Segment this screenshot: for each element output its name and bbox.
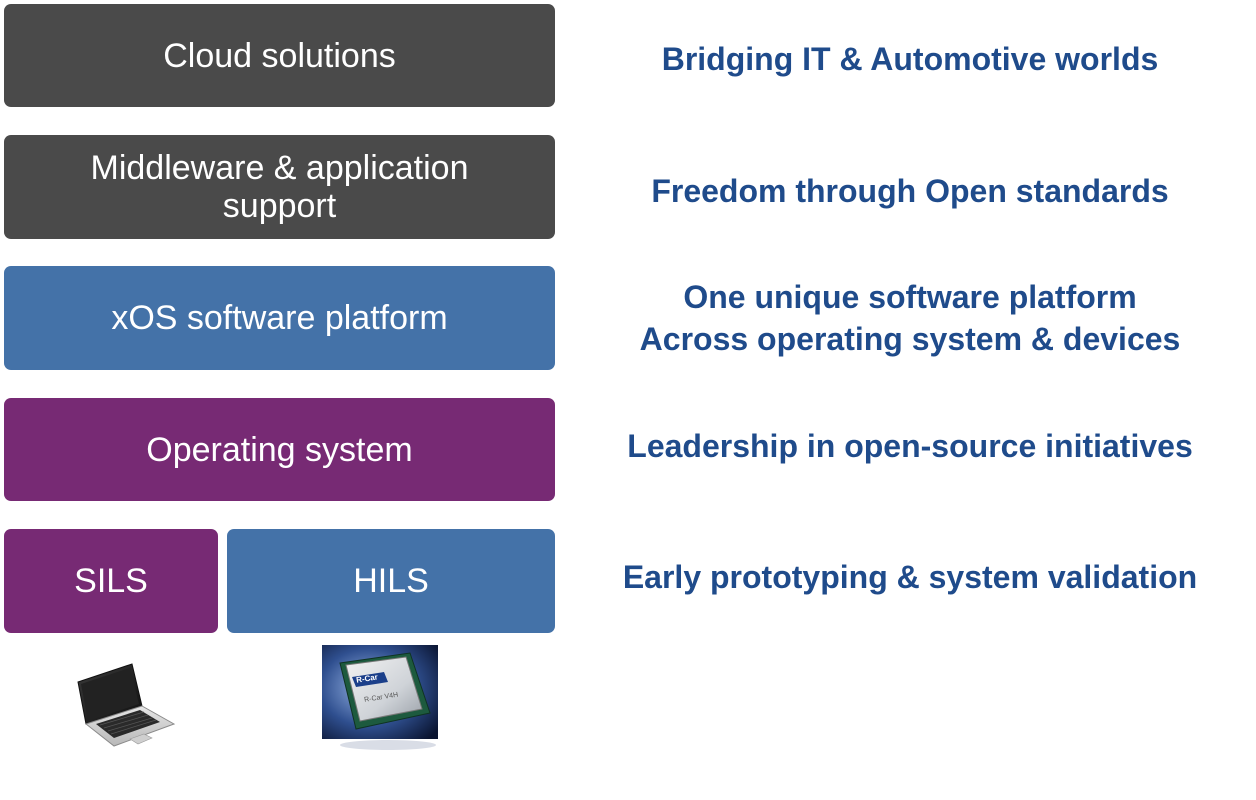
caption-middleware-text: Freedom through Open standards (651, 173, 1169, 209)
layer-middleware-label-line1: Middleware & application (90, 149, 469, 187)
layer-operating-system: Operating system (4, 398, 555, 501)
layer-cloud-solutions: Cloud solutions (4, 4, 555, 107)
caption-cloud-text: Bridging IT & Automotive worlds (661, 41, 1159, 77)
caption-validation: Early prototyping & system validation (575, 556, 1245, 598)
caption-validation-text: Early prototyping & system validation (622, 559, 1198, 595)
caption-xos: One unique software platform Across oper… (575, 276, 1245, 360)
caption-cloud: Bridging IT & Automotive worlds (575, 38, 1245, 80)
layer-xos-platform-label: xOS software platform (111, 299, 448, 337)
chip-icon-graphic (322, 645, 438, 750)
caption-xos-line1: One unique software platform (683, 279, 1137, 315)
chip-icon: R-Car R-Car V4H (318, 643, 448, 753)
laptop-icon-graphic (77, 663, 176, 747)
laptop-icon (62, 660, 182, 755)
caption-os-text: Leadership in open-source initiatives (627, 428, 1193, 464)
layer-xos-platform: xOS software platform (4, 266, 555, 370)
layer-sils: SILS (4, 529, 218, 633)
caption-xos-line2: Across operating system & devices (639, 321, 1181, 357)
caption-middleware: Freedom through Open standards (575, 170, 1245, 212)
layer-middleware-label-line2: support (222, 187, 337, 225)
layer-sils-label: SILS (74, 562, 148, 600)
layer-hils-label: HILS (353, 562, 429, 600)
layer-cloud-solutions-label: Cloud solutions (163, 36, 396, 75)
layer-middleware: Middleware & application support (4, 135, 555, 239)
layer-operating-system-label: Operating system (146, 430, 413, 469)
layer-middleware-label: Middleware & application support (91, 149, 469, 225)
layer-hils: HILS (227, 529, 555, 633)
caption-os: Leadership in open-source initiatives (575, 425, 1245, 467)
